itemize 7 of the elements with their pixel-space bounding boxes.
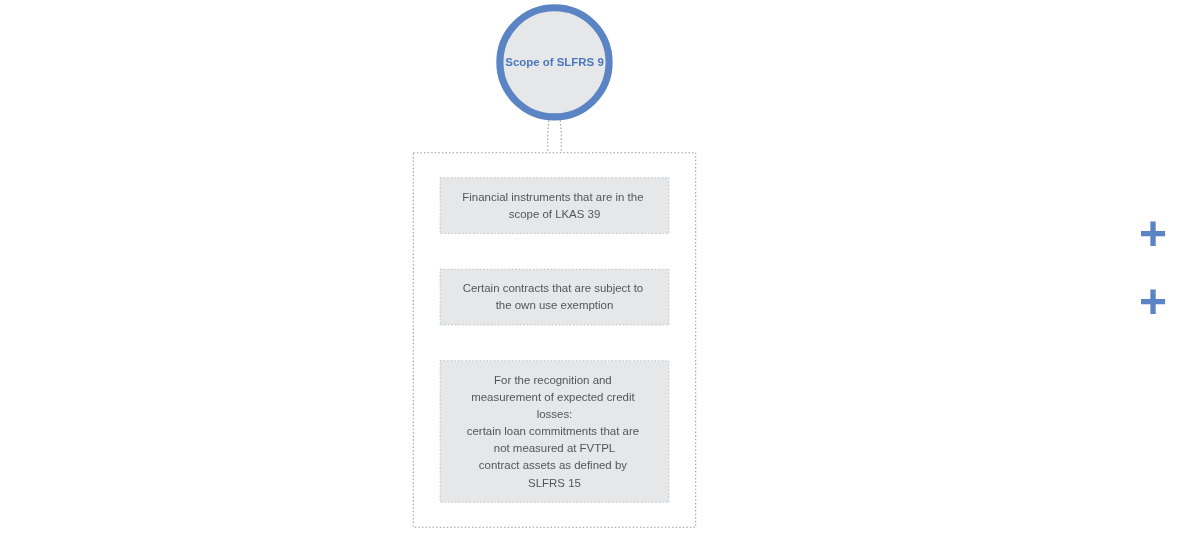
node-box: Financial instruments that are in the scope of LKAS 39 [439, 177, 669, 234]
node-box: For the recognition and measurement of expected credit losses: certain loan commitments that are not measured at FVTPL contract assets as defined by SLFRS 15 [439, 360, 669, 503]
cluster [412, 152, 696, 528]
plus-sign: + [1139, 277, 1167, 326]
node-circle: Scope of SLFRS 9 [495, 4, 613, 121]
plus-sign: + [1139, 209, 1167, 258]
node-box: Certain contracts that are subject to the own use exemption [439, 268, 669, 326]
